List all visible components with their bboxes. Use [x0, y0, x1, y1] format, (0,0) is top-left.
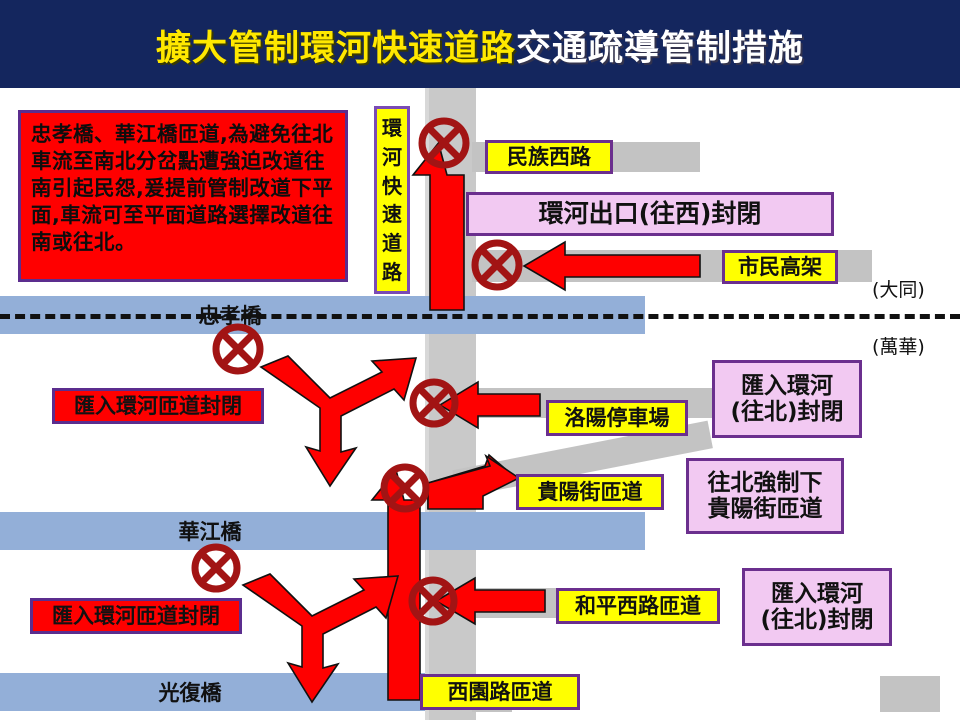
measure-merge-huanhe-north-closed-2: 匯入環河 (往北)封閉: [742, 568, 892, 646]
measure-huanhe-exit-west-closed: 環河出口(往西)封閉: [466, 192, 834, 236]
road-xiyuan-stub-right: [880, 676, 940, 712]
label-xiyuan-ramp: 西園路匝道: [420, 674, 580, 710]
expressway-char-1: 河: [382, 144, 402, 169]
bridge-huajiang: [0, 512, 645, 550]
title-bar: 擴大管制環河快速道路交通疏導管制措施: [0, 0, 960, 88]
label-heping-west-ramp: 和平西路匝道: [556, 588, 720, 624]
district-label-north: (大同): [872, 279, 925, 301]
arrow-fork-zhongxiao: [259, 355, 418, 488]
closure-mark-guiyang: [380, 463, 430, 513]
bridge-huajiang-label: 華江橋: [178, 520, 242, 544]
expressway-vertical-label: 環 河 快 速 道 路: [374, 106, 410, 294]
expressway-char-5: 路: [382, 260, 402, 285]
expressway-char-2: 快: [382, 173, 402, 198]
arrow-northbound-mid: [370, 468, 421, 701]
measure-merge-huanhe-north-closed-1: 匯入環河 (往北)封閉: [712, 360, 862, 438]
expressway-char-4: 道: [382, 231, 402, 256]
measure-forced-exit-guiyang: 往北強制下 貴陽街匝道: [686, 458, 844, 534]
expressway-char-0: 環: [382, 115, 402, 140]
expressway-char-3: 速: [382, 202, 402, 227]
district-label-south: (萬華): [872, 336, 925, 358]
measure-ramp-closed-huajiang: 匯入環河匝道封閉: [30, 598, 242, 634]
district-divider: [0, 314, 960, 319]
label-guiyang-ramp: 貴陽街匝道: [516, 474, 664, 510]
label-civic-viaduct: 市民高架: [722, 250, 838, 284]
measure-ramp-closed-zhongxiao: 匯入環河匝道封閉: [52, 388, 264, 424]
title-rest: 交通疏導管制措施: [516, 29, 805, 69]
advisory-note-box: 忠孝橋、華江橋匝道,為避免往北車流至南北分岔點遭強迫改道往南引起民怨,爰提前管制…: [18, 110, 348, 282]
closure-mark-huajiang-ramp: [191, 543, 241, 593]
expressway-mainline: [425, 88, 476, 720]
page-title: 擴大管制環河快速道路交通疏導管制措施: [0, 20, 960, 71]
label-luoyang-parking: 洛陽停車場: [546, 400, 688, 436]
bridge-guangfu-label: 光復橋: [158, 681, 222, 705]
label-minzu-west-road: 民族西路: [485, 140, 613, 174]
title-highlight: 擴大管制環河快速道路: [155, 29, 516, 69]
